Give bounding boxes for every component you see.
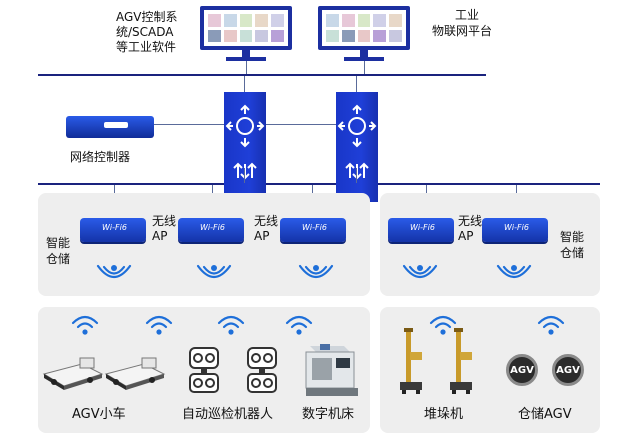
agv-cart-icon xyxy=(104,357,166,390)
wifi-signal-icon xyxy=(298,264,334,279)
controller-link xyxy=(152,124,224,125)
wifi-signal-icon xyxy=(402,264,438,279)
agv-control-label-1: AGV控制系 xyxy=(116,10,178,24)
top-bus-line xyxy=(38,74,486,76)
connector xyxy=(356,168,357,183)
agv-badge-text: AGV xyxy=(556,364,580,376)
connector xyxy=(246,61,247,74)
wifi-signal-icon xyxy=(96,264,132,279)
switch-icon xyxy=(225,104,265,180)
wireless-ap-3: Wi-Fi6 xyxy=(280,218,346,242)
controller-indicator xyxy=(104,122,128,128)
switch-crosslink xyxy=(266,124,336,125)
monitor-stand xyxy=(360,50,368,58)
wifi-signal-icon xyxy=(196,264,232,279)
wireless-ap-4: Wi-Fi6 xyxy=(388,218,454,242)
iot-platform-label-1: 工业 xyxy=(455,8,480,22)
patrol-robot-icon xyxy=(189,347,219,393)
ap-badge: Wi-Fi6 xyxy=(302,223,327,232)
connector xyxy=(364,61,365,74)
wifi-receive-icon xyxy=(285,315,313,335)
iot-platform-label-2: 物联网平台 xyxy=(432,24,493,38)
cnc-machine-icon xyxy=(305,344,358,396)
ap2-label-2: AP xyxy=(254,229,270,243)
wireless-ap-5: Wi-Fi6 xyxy=(482,218,548,242)
smart-storage-left-2: 仓储 xyxy=(46,252,71,266)
agv-cart-icon xyxy=(42,357,104,390)
wifi-signal-icon xyxy=(496,264,532,279)
stacker-icon xyxy=(450,328,472,394)
wifi-receive-icon xyxy=(217,315,245,335)
monitor-stand xyxy=(242,50,250,58)
agv-cart-label: AGV小车 xyxy=(72,407,126,422)
smart-storage-right-2: 仓储 xyxy=(560,246,585,260)
connector xyxy=(356,76,357,92)
ap3-label-2: AP xyxy=(458,229,474,243)
wifi-receive-icon xyxy=(537,315,565,335)
core-switch-1 xyxy=(224,92,266,202)
core-switch-2 xyxy=(336,92,378,202)
agv-control-label-2: 统/SCADA xyxy=(116,25,174,39)
cnc-machine-label: 数字机床 xyxy=(302,407,355,422)
agv-control-monitor xyxy=(200,6,292,50)
ap1-label-1: 无线 xyxy=(152,214,177,228)
agv-control-label-3: 等工业软件 xyxy=(116,40,177,54)
wifi-receive-icon xyxy=(429,315,457,335)
bottom-bus-line xyxy=(38,183,600,185)
ap1-label-2: AP xyxy=(152,229,168,243)
agv-badge-text: AGV xyxy=(510,364,534,376)
storage-agv-badge: AGV xyxy=(552,354,584,386)
ap2-label-1: 无线 xyxy=(254,214,279,228)
monitor-base xyxy=(226,57,266,61)
ap-badge: Wi-Fi6 xyxy=(504,223,529,232)
smart-storage-left-1: 智能 xyxy=(46,236,71,250)
storage-agv-label: 仓储AGV xyxy=(518,407,572,422)
smart-storage-right-1: 智能 xyxy=(560,230,585,244)
ap-badge: Wi-Fi6 xyxy=(200,223,225,232)
connector xyxy=(244,168,245,183)
iot-platform-monitor xyxy=(318,6,410,50)
ap-panel-right xyxy=(380,193,600,296)
ap3-label-1: 无线 xyxy=(458,214,483,228)
patrol-robot-label: 自动巡检机器人 xyxy=(182,407,274,422)
ap-panel-left xyxy=(38,193,370,296)
ap-badge: Wi-Fi6 xyxy=(410,223,435,232)
stacker-label: 堆垛机 xyxy=(424,407,464,422)
wifi-receive-icon xyxy=(71,315,99,335)
wireless-ap-1: Wi-Fi6 xyxy=(80,218,146,242)
wireless-ap-2: Wi-Fi6 xyxy=(178,218,244,242)
wifi-receive-icon xyxy=(145,315,173,335)
patrol-robot-icon xyxy=(247,347,277,393)
stacker-icon xyxy=(400,328,422,394)
monitor-screen xyxy=(322,10,406,46)
storage-agv-badge: AGV xyxy=(506,354,538,386)
ap-badge: Wi-Fi6 xyxy=(102,223,127,232)
network-controller-label: 网络控制器 xyxy=(70,150,131,164)
monitor-base xyxy=(344,57,384,61)
switch-icon xyxy=(337,104,377,180)
monitor-screen xyxy=(204,10,288,46)
connector xyxy=(244,76,245,92)
network-controller-device xyxy=(66,116,154,138)
